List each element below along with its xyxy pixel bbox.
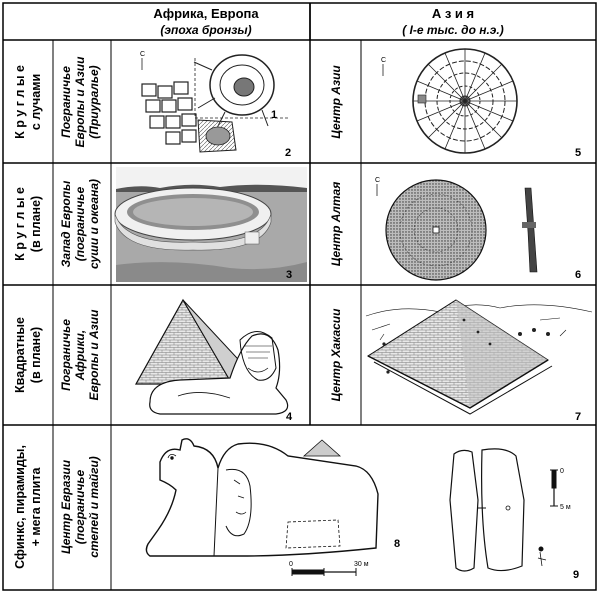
row3-right-region: Центр Хакасии [329,308,343,402]
row-2: К р у г л ы е (в плане) Запад Европы (по… [13,167,581,282]
scale-bar-left [291,568,357,576]
header-left-title: Африка, Европа [153,6,259,21]
row1-right-region: Центр Азии [329,65,343,139]
fig-number-5: 5 [575,147,581,159]
scale-bar-right [550,469,558,507]
row4-type-label: Сфинкс, пирамиды, + мега плита [13,445,43,569]
header-left-subtitle: (эпоха бронзы) [160,23,251,37]
row2-right-region: Центр Алтая [329,182,343,267]
svg-text:суши и океана): суши и океана) [87,179,101,269]
fig-henge-photo [114,167,307,282]
fig-radial-city: С [381,48,518,154]
svg-text:Пограничье: Пограничье [59,66,73,138]
row-3: Квадратные (в плане) Пограничье Африки, … [13,298,593,423]
fig-settlement-plan: С [140,51,290,153]
svg-text:степей и тайги): степей и тайги) [87,456,101,558]
header: Африка, Европа (эпоха бронзы) А з и я ( … [153,6,503,37]
row1-type-label: К р у г л ы е с лучами [13,65,43,139]
svg-text:Африки,: Африки, [73,330,87,381]
row3-left-region: Пограничье Африки, Европы и Азии [59,309,101,401]
scale-left-end: 30 м [354,561,369,568]
svg-text:Квадратные: Квадратные [13,317,27,393]
row4-left-region: Центр Евразии (пограничье степей и тайги… [59,456,101,558]
fig-number-9: 9 [573,569,579,581]
svg-text:(в плане): (в плане) [29,196,43,252]
svg-text:(Приуралье): (Приуралье) [87,65,101,138]
fig-number-4: 4 [286,411,293,423]
svg-text:Европы и Азии: Европы и Азии [73,56,87,148]
svg-text:Центр Алтая: Центр Алтая [329,182,343,267]
row2-left-region: Запад Европы (пограничье суши и океана) [59,179,101,269]
scale-left-start: 0 [289,561,293,568]
fig-circular-kurgan: С [375,177,538,281]
svg-text:с лучами: с лучами [29,74,43,130]
svg-text:К р у г л ы е: К р у г л ы е [13,65,27,139]
fig-number-3: 3 [286,269,292,281]
fig-sphinx-outline [145,438,379,557]
fig-megalith-slab [449,448,547,572]
svg-text:Европы и Азии: Европы и Азии [87,309,101,401]
svg-text:С: С [375,177,380,184]
scale-right-bottom: 5 м [560,504,571,511]
row3-type-label: Квадратные (в плане) [13,317,43,393]
svg-text:(в плане): (в плане) [29,327,43,383]
svg-text:Центр Хакасии: Центр Хакасии [329,308,343,402]
row-1: К р у г л ы е с лучами Пограничье Европы… [13,48,581,159]
fig-number-8: 8 [394,538,400,550]
row-4: Сфинкс, пирамиды, + мега плита Центр Евр… [13,438,579,581]
fig-square-kurgan [365,299,593,415]
fig-number-1: 1 [271,109,277,121]
svg-text:(пограничье: (пограничье [73,469,87,544]
svg-text:Запад Европы: Запад Европы [59,180,73,267]
fig-number-7: 7 [575,411,581,423]
svg-text:+ мега плита: + мега плита [29,467,43,547]
row1-left-region: Пограничье Европы и Азии (Приуралье) [59,56,101,148]
svg-text:К р у г л ы е: К р у г л ы е [13,187,27,261]
header-right-title: А з и я [432,6,474,21]
svg-text:С: С [381,57,386,64]
scale-right-top: 0 [560,468,564,475]
fig-number-2: 2 [285,147,291,159]
svg-text:Центр Азии: Центр Азии [329,65,343,139]
svg-text:С: С [140,51,145,58]
fig-pyramid-sphinx [134,298,289,415]
svg-text:Центр Евразии: Центр Евразии [59,459,73,554]
svg-text:Пограничье: Пограничье [59,319,73,391]
svg-text:(пограничье: (пограничье [73,186,87,261]
row2-type-label: К р у г л ы е (в плане) [13,187,43,261]
fig-number-6: 6 [575,269,581,281]
svg-text:Сфинкс, пирамиды,: Сфинкс, пирамиды, [13,445,27,569]
header-right-subtitle: ( I-е тыс. до н.э.) [402,23,504,37]
